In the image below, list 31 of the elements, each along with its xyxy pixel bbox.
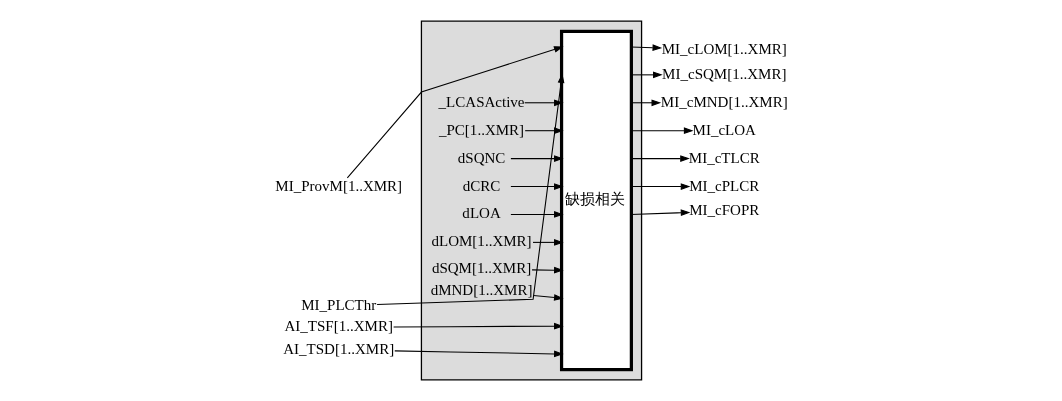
node-text: dMND[1..XMR] [430,281,532,298]
arrow [509,155,564,162]
node-text: dSQNC [457,149,505,166]
arrow [346,46,564,179]
arrow [509,183,564,190]
arrow [509,211,564,218]
arrow [392,322,564,330]
arrow [523,99,564,107]
arrow [524,127,564,135]
node-text: AI_TSF[1..XMR] [284,318,393,335]
node-text: dLOA [461,205,501,222]
node-text: dSQM[1..XMR] [431,260,531,277]
arrow [532,294,564,301]
node-text: MI_cLOA [692,121,756,138]
node-text: MI_ProvM[1..XMR] [274,177,402,194]
node-text: _PC[1..XMR] [438,121,524,138]
node-text: MI_PLCThr [300,296,376,313]
node-text: _LCASActive [438,93,525,110]
cluster [420,20,642,381]
arrow [531,266,564,274]
node-text: dCRC [462,177,500,194]
node-text: MI_cFOPR [688,202,759,219]
node-text: MI_cLOM[1..XMR] [661,41,787,58]
node-text: MI_cPLCR [688,177,759,194]
node-text: dLOM[1..XMR] [431,233,532,250]
node-text: AI_TSD[1..XMR] [282,340,394,357]
node-text: MI_cSQM[1..XMR] [661,65,786,82]
arrow [393,350,564,358]
node-text: MI_cTLCR [688,149,760,166]
arrow [531,239,564,246]
node-text: MI_cMND[1..XMR] [660,93,788,110]
